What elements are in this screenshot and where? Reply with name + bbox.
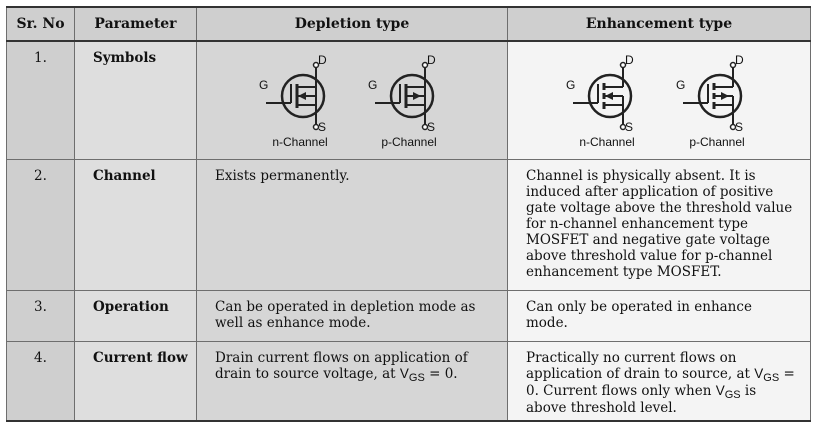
source-label: S: [427, 120, 435, 134]
enhancement-n-channel-symbol: D S G n-Channel: [566, 53, 635, 149]
p-channel-label: p-Channel: [381, 135, 436, 149]
gate-label: G: [259, 78, 268, 92]
table-row-operation: 3. Operation Can be operated in depletio…: [6, 290, 811, 342]
p-channel-label: p-Channel: [689, 135, 744, 149]
depletion-cell: Exists permanently.: [196, 159, 508, 291]
depletion-symbols-cell: D S G n-Channel: [196, 40, 508, 160]
source-label: S: [625, 120, 633, 134]
enhancement-symbols: D S G n-Channel: [562, 53, 762, 149]
vgs-symbol: VGS: [754, 366, 780, 384]
table-row-current-flow: 4. Current flow Drain current flows on a…: [6, 341, 811, 422]
enhancement-cell: Can only be operated in enhance mode.: [507, 290, 811, 342]
source-label: S: [735, 120, 743, 134]
enhancement-text-middle: = 0. Current flows only when: [526, 366, 795, 399]
drain-label: D: [625, 53, 634, 67]
header-row: Sr. No Parameter Depletion type Enhancem…: [6, 6, 811, 42]
vgs-symbol: VGS: [715, 383, 741, 401]
sr-no-cell: 2.: [6, 159, 75, 291]
n-channel-label: n-Channel: [579, 135, 634, 149]
sr-no-cell: 4.: [6, 341, 75, 422]
table-row-symbols: 1. Symbols D: [6, 40, 811, 160]
n-channel-label: n-Channel: [272, 135, 327, 149]
depletion-symbols: D S G n-Channel: [255, 53, 455, 149]
enhancement-p-channel-symbol: D S G p-Channel: [676, 53, 745, 149]
drain-label: D: [318, 53, 327, 67]
gate-label: G: [368, 78, 377, 92]
parameter-cell: Channel: [74, 159, 197, 291]
header-enhancement: Enhancement type: [507, 6, 811, 42]
enhancement-text-after: is above threshold level.: [526, 383, 757, 416]
gate-label: G: [676, 78, 685, 92]
source-label: S: [318, 120, 326, 134]
depletion-cell: Drain current flows on application of dr…: [196, 341, 508, 422]
header-sr-no: Sr. No: [6, 6, 75, 42]
parameter-cell: Operation: [74, 290, 197, 342]
enhancement-symbols-cell: D S G n-Channel: [507, 40, 811, 160]
depletion-text-after: = 0.: [429, 366, 458, 382]
enhancement-cell: Channel is physically absent. It is indu…: [507, 159, 811, 291]
drain-label: D: [427, 53, 436, 67]
parameter-cell: Symbols: [74, 40, 197, 160]
gate-label: G: [566, 78, 575, 92]
drain-label: D: [735, 53, 744, 67]
depletion-cell: Can be operated in depletion mode as wel…: [196, 290, 508, 342]
enhancement-text-before: Practically no current flows on applicat…: [526, 350, 750, 382]
header-depletion: Depletion type: [196, 6, 508, 42]
depletion-text-before: Drain current flows on application of dr…: [215, 350, 468, 382]
enhancement-cell: Practically no current flows on applicat…: [507, 341, 811, 422]
header-parameter: Parameter: [74, 6, 197, 42]
sr-no-cell: 1.: [6, 40, 75, 160]
comparison-table: Sr. No Parameter Depletion type Enhancem…: [6, 6, 811, 422]
table-row-channel: 2. Channel Exists permanently. Channel i…: [6, 159, 811, 291]
sr-no-cell: 3.: [6, 290, 75, 342]
depletion-n-channel-symbol: D S G n-Channel: [259, 53, 328, 149]
vgs-symbol: VGS: [399, 366, 425, 384]
parameter-cell: Current flow: [74, 341, 197, 422]
depletion-p-channel-symbol: D S G p-Channel: [368, 53, 437, 149]
